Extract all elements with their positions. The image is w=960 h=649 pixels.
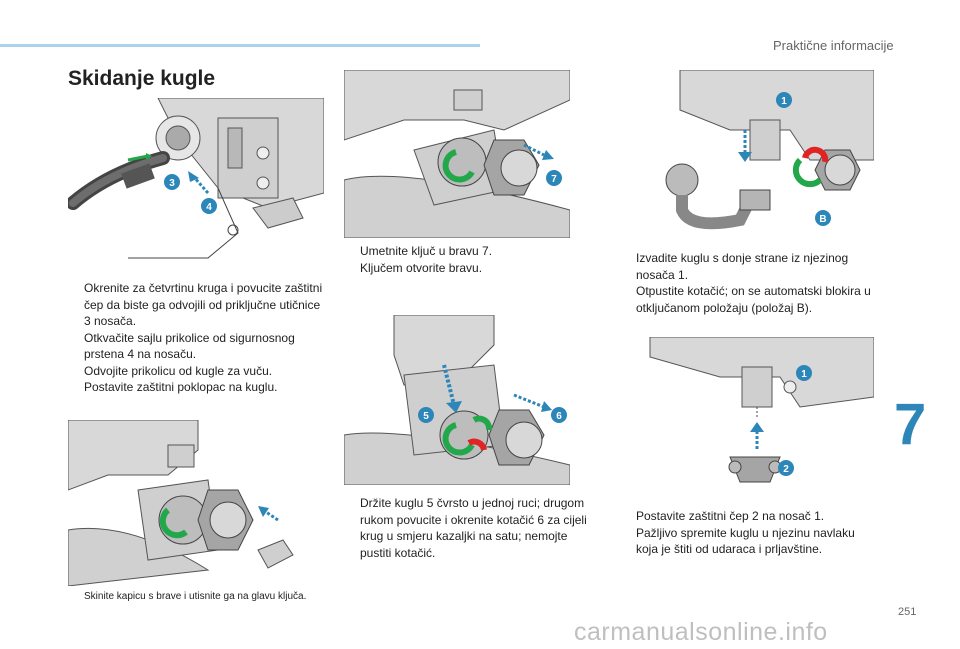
callout-7: 7 [551,174,557,185]
chapter-number: 7 [894,392,927,457]
steps-protective-cap: Postavite zaštitni čep 2 na nosač 1. Paž… [620,508,878,558]
steps-socket-cover: Okrenite za četvrtinu kruga i povucite z… [68,280,330,396]
callout-3: 3 [169,178,175,189]
list-item: Otkvačite sajlu prikolice od sigurnosnog… [84,330,295,362]
figure-protective-cap: 1 2 [620,337,874,497]
watermark: carmanualsonline.info [574,618,828,646]
list-item: Ključem otvorite bravu. [360,260,483,275]
list-item: Držite kuglu 5 čvrsto u jednoj ruci; dru… [360,496,587,560]
steps-key-lock: Umetnite ključ u bravu 7. Ključem otvori… [344,243,574,276]
list-item: Pažljivo spremite kuglu u njezinu navlak… [636,525,855,557]
steps-ball-wheel: Držite kuglu 5 čvrsto u jednoj ruci; dru… [344,495,594,561]
figure-lock-cap [68,420,324,586]
list-item: Skinite kapicu s brave i utisnite ga na … [84,591,307,602]
header-accent-bar [0,44,480,47]
steps-lock-cap: Skinite kapicu s brave i utisnite ga na … [68,590,338,604]
callout-2: 2 [783,464,789,475]
list-item: Izvadite kuglu s donje strane iz njezino… [636,251,849,282]
steps-ball-removal: Izvadite kuglu s donje strane iz njezino… [620,250,878,316]
list-item: Otpustite kotačić; on se automatski blok… [636,284,871,315]
callout-b: B [819,214,826,225]
page-number: 251 [898,606,917,618]
figure-ball-wheel: 5 6 [344,315,570,485]
figure-socket-cover: 3 4 [68,98,324,268]
list-item: Postavite zaštitni čep 2 na nosač 1. [636,509,825,523]
callout-1: 1 [781,96,787,107]
section-title: Praktične informacije [773,38,894,53]
callout-1-cap: 1 [801,369,807,380]
list-item: Odvojite prikolicu od kugle za vuču. [84,363,273,378]
callout-5: 5 [423,411,429,422]
list-item: Okrenite za četvrtinu kruga i povucite z… [84,281,323,328]
list-item: Postavite zaštitni poklopac na kuglu. [84,380,278,394]
page-title: Skidanje kugle [68,67,216,90]
callout-6: 6 [556,411,562,422]
figure-key-lock: 7 [344,70,570,238]
list-item: Umetnite ključ u bravu 7. [360,244,493,258]
figure-ball-removal: 1 B [620,70,874,238]
callout-4: 4 [206,202,212,213]
